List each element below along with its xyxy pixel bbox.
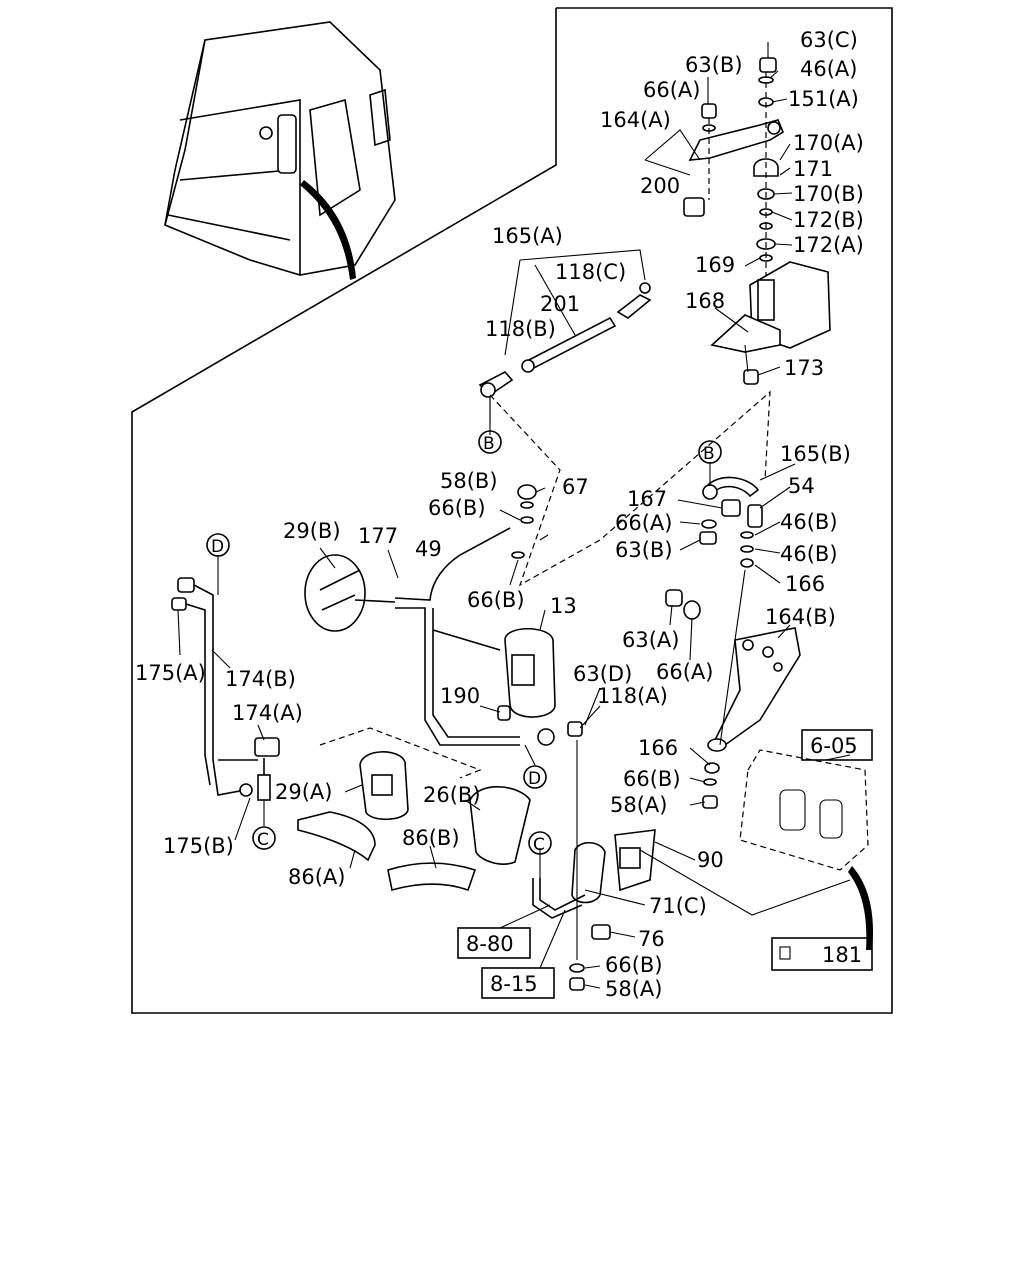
label-167: 167	[627, 487, 667, 511]
label-26b: 26(B)	[423, 783, 481, 807]
label-66b-4: 66(B)	[605, 953, 663, 977]
label-29a: 29(A)	[275, 780, 332, 804]
label-71c: 71(C)	[649, 894, 707, 918]
callout-b-top: B	[483, 434, 495, 454]
label-166-2: 166	[638, 736, 678, 760]
label-63a: 63(A)	[622, 628, 679, 652]
label-58a: 58(A)	[610, 793, 667, 817]
upper-linkage	[644, 57, 785, 300]
label-29b: 29(B)	[283, 519, 341, 543]
label-86b: 86(B)	[402, 826, 460, 850]
label-170a: 170(A)	[793, 131, 864, 155]
cab-illustration	[164, 21, 396, 280]
label-190: 190	[440, 684, 480, 708]
label-175a: 175(A)	[135, 661, 206, 685]
label-171: 171	[793, 157, 833, 181]
label-166: 166	[785, 572, 825, 596]
label-58a-2: 58(A)	[605, 977, 662, 1001]
label-90: 90	[697, 848, 724, 872]
label-54: 54	[788, 474, 815, 498]
label-13: 13	[550, 594, 577, 618]
lower-mirror	[297, 727, 531, 892]
ref-6-05: 6-05	[810, 734, 858, 758]
callout-d-left: D	[211, 537, 224, 557]
callout-b-mid: B	[703, 444, 715, 464]
label-67: 67	[562, 475, 589, 499]
label-76: 76	[638, 927, 665, 951]
label-46b-2: 46(B)	[780, 542, 838, 566]
ref-8-80: 8-80	[466, 932, 514, 956]
label-63d: 63(D)	[573, 662, 632, 686]
label-66a: 66(A)	[643, 78, 700, 102]
ref-8-15: 8-15	[490, 972, 538, 996]
label-165b: 165(B)	[780, 442, 851, 466]
label-201: 201	[540, 292, 580, 316]
label-172b: 172(B)	[793, 208, 864, 232]
label-169: 169	[695, 253, 735, 277]
label-173: 173	[784, 356, 824, 380]
label-175b: 175(B)	[163, 834, 234, 858]
label-118b: 118(B)	[485, 317, 556, 341]
label-63b-2: 63(B)	[615, 538, 673, 562]
label-63b: 63(B)	[685, 53, 743, 77]
label-118a: 118(A)	[597, 684, 668, 708]
label-172a: 172(A)	[793, 233, 864, 257]
ref-181: 181	[822, 943, 862, 967]
leader-lines	[177, 42, 851, 989]
control-housing	[710, 261, 831, 385]
label-63c: 63(C)	[800, 28, 858, 52]
label-165a: 165(A)	[492, 224, 563, 248]
reference-boxes: 6-05 8-80 8-15 181	[457, 729, 873, 999]
label-164a: 164(A)	[600, 108, 671, 132]
mirror-bracket-b	[665, 569, 801, 809]
callout-markers: B B D D C C	[206, 430, 722, 855]
label-66b: 66(B)	[428, 496, 486, 520]
dashed-guide-1	[489, 390, 771, 587]
label-164b: 164(B)	[765, 605, 836, 629]
label-46b: 46(B)	[780, 510, 838, 534]
mirror-arm	[304, 484, 583, 746]
label-151a: 151(A)	[788, 87, 859, 111]
shift-rod-b	[699, 476, 763, 568]
label-66b-3: 66(B)	[623, 767, 681, 791]
label-58b: 58(B)	[440, 469, 498, 493]
callout-c-mid: C	[533, 835, 545, 855]
part-labels: 63(C) 63(B) 46(A) 66(A) 151(A) 164(A) 17…	[135, 28, 864, 1001]
label-66b-2: 66(B)	[467, 588, 525, 612]
label-174a: 174(A)	[232, 701, 303, 725]
label-49: 49	[415, 537, 442, 561]
lower-mount	[532, 740, 656, 991]
callout-d-mid: D	[528, 769, 541, 789]
label-174b: 174(B)	[225, 667, 296, 691]
label-46a: 46(A)	[800, 57, 857, 81]
frame-border	[131, 7, 893, 1014]
label-86a: 86(A)	[288, 865, 345, 889]
label-170b: 170(B)	[793, 182, 864, 206]
callout-c-left: C	[257, 830, 269, 850]
cab-panel-6-05	[639, 749, 874, 950]
label-118c: 118(C)	[555, 260, 626, 284]
label-200: 200	[640, 174, 680, 198]
shift-rod-a	[478, 249, 652, 425]
label-168: 168	[685, 289, 725, 313]
label-66a-2: 66(A)	[615, 511, 672, 535]
wire-harness	[171, 577, 280, 801]
label-177: 177	[358, 524, 398, 548]
label-66a-3: 66(A)	[656, 660, 713, 684]
